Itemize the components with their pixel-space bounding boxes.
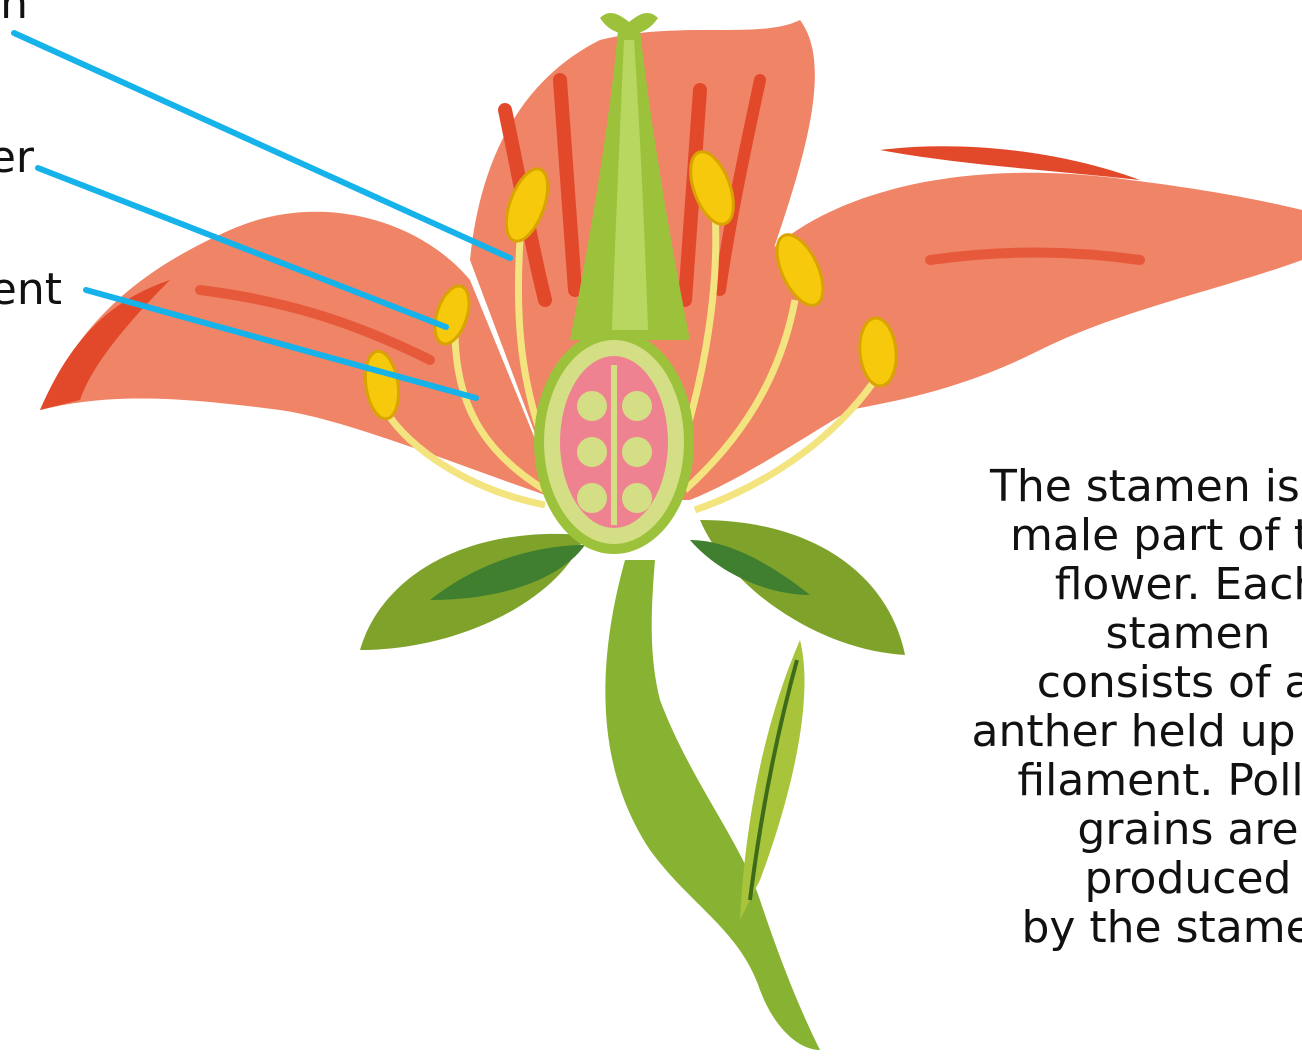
- description-line: grains are produced: [968, 805, 1302, 903]
- sepal-right: [700, 520, 905, 655]
- description-line: flower. Each stamen: [968, 560, 1302, 658]
- description-text: The stamen is the male part of the flowe…: [968, 462, 1302, 952]
- ovule: [577, 391, 607, 421]
- label-filament: Filament: [0, 268, 62, 312]
- description-line: consists of an: [968, 658, 1302, 707]
- description-line: male part of the: [968, 511, 1302, 560]
- description-line: anther held up by a: [968, 707, 1302, 756]
- ovule: [622, 391, 652, 421]
- ovule: [577, 437, 607, 467]
- label-anther: Anther: [0, 136, 34, 180]
- stigma: [600, 13, 658, 34]
- label-stamen: Stamen: [0, 0, 28, 26]
- ovule: [622, 437, 652, 467]
- description-line: by the stamen.: [968, 903, 1302, 952]
- description-line: The stamen is the: [968, 462, 1302, 511]
- stem-leaf: [740, 640, 804, 920]
- ovule: [622, 483, 652, 513]
- stem: [605, 560, 820, 1050]
- description-line: filament. Pollen: [968, 756, 1302, 805]
- ovule: [577, 483, 607, 513]
